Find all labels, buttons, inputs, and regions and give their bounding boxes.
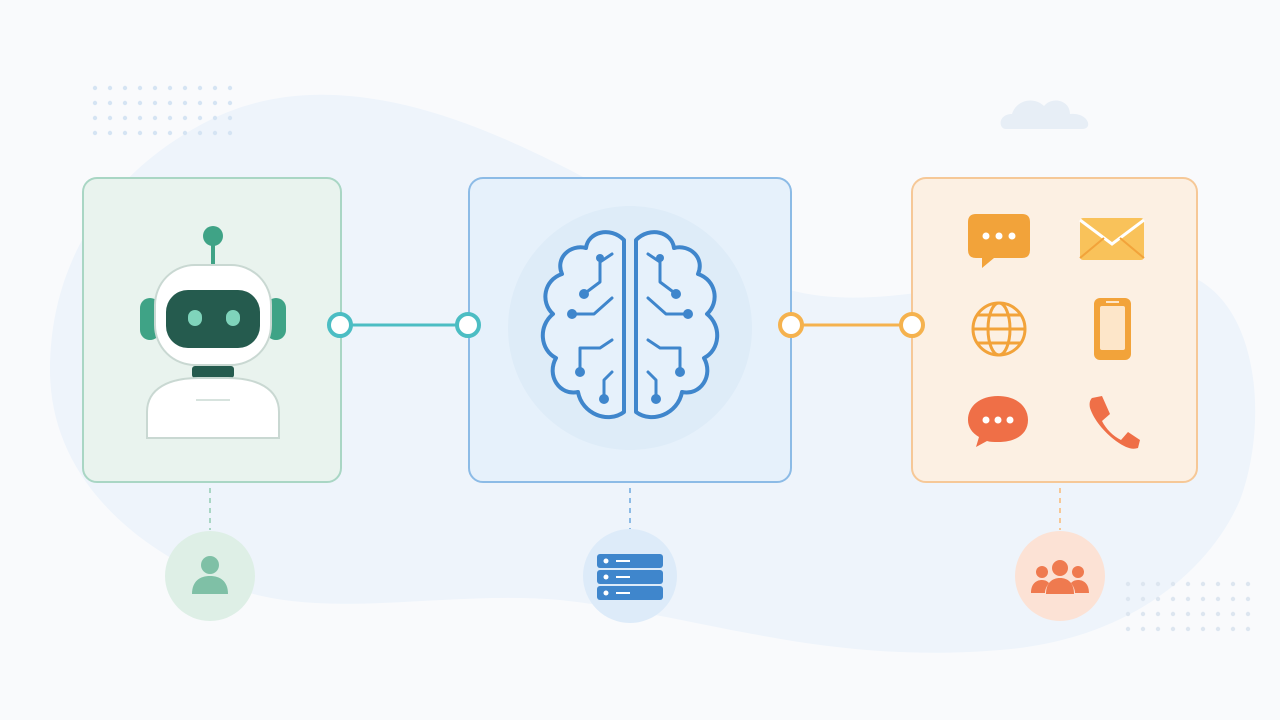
decor-dot bbox=[197, 130, 203, 136]
decor-dot bbox=[1245, 611, 1251, 617]
decor-dot bbox=[212, 100, 218, 106]
dot-grid-bottom-right bbox=[1125, 581, 1251, 632]
cloud-icon bbox=[1000, 100, 1089, 129]
decor-dot bbox=[227, 100, 233, 106]
chat-bubble-red-icon bbox=[968, 396, 1028, 447]
decor-dot bbox=[122, 115, 128, 121]
user-icon bbox=[192, 556, 228, 594]
connector-node-ai-out bbox=[778, 312, 804, 338]
decor-dot bbox=[197, 85, 203, 91]
decor-dot bbox=[122, 100, 128, 106]
decor-dot bbox=[122, 130, 128, 136]
user-badge[interactable] bbox=[165, 531, 255, 621]
decor-dot bbox=[137, 115, 143, 121]
decor-dot bbox=[1215, 611, 1221, 617]
decor-dot bbox=[1125, 611, 1131, 617]
decor-dot bbox=[107, 115, 113, 121]
decor-dot bbox=[107, 85, 113, 91]
decor-dot bbox=[92, 85, 98, 91]
users-group-icon bbox=[1031, 560, 1089, 594]
decor-dot bbox=[167, 85, 173, 91]
decor-dot bbox=[1230, 596, 1236, 602]
connector-node-agent-out bbox=[327, 312, 353, 338]
decor-dot bbox=[137, 130, 143, 136]
decor-dot bbox=[152, 85, 158, 91]
decor-dot bbox=[167, 130, 173, 136]
decor-dot bbox=[1170, 626, 1176, 632]
decor-dot bbox=[1200, 581, 1206, 587]
decor-dot bbox=[137, 100, 143, 106]
channels-card[interactable] bbox=[911, 177, 1198, 483]
decor-dot bbox=[152, 100, 158, 106]
decor-dot bbox=[1200, 626, 1206, 632]
decor-dot bbox=[137, 85, 143, 91]
envelope-icon bbox=[1079, 218, 1145, 260]
decor-dot bbox=[212, 130, 218, 136]
decor-dot bbox=[1230, 581, 1236, 587]
decor-dot bbox=[1140, 581, 1146, 587]
decor-dot bbox=[152, 115, 158, 121]
decor-dot bbox=[1185, 611, 1191, 617]
decor-dot bbox=[182, 85, 188, 91]
decor-dot bbox=[167, 100, 173, 106]
globe-icon bbox=[971, 301, 1027, 357]
server-badge[interactable] bbox=[583, 529, 677, 623]
decor-dot bbox=[1245, 626, 1251, 632]
decor-dot bbox=[92, 130, 98, 136]
decor-dot bbox=[212, 85, 218, 91]
robot-icon bbox=[140, 226, 286, 439]
decor-dot bbox=[1245, 581, 1251, 587]
decor-dot bbox=[182, 130, 188, 136]
server-icon bbox=[597, 554, 663, 600]
decor-dot bbox=[1140, 626, 1146, 632]
decor-dot bbox=[1140, 611, 1146, 617]
decor-dot bbox=[92, 115, 98, 121]
decor-dot bbox=[1125, 581, 1131, 587]
decor-dot bbox=[1155, 626, 1161, 632]
decor-dot bbox=[227, 85, 233, 91]
decor-dot bbox=[1215, 581, 1221, 587]
decor-dot bbox=[212, 115, 218, 121]
users-group-badge[interactable] bbox=[1015, 531, 1105, 621]
connector-node-ai-in bbox=[455, 312, 481, 338]
decor-dot bbox=[1200, 596, 1206, 602]
decor-dot bbox=[197, 115, 203, 121]
phone-icon bbox=[1089, 396, 1140, 449]
dot-grid-top-left bbox=[92, 85, 233, 136]
decor-dot bbox=[1185, 596, 1191, 602]
decor-dot bbox=[1185, 626, 1191, 632]
decor-dot bbox=[152, 130, 158, 136]
decor-dot bbox=[1230, 626, 1236, 632]
decor-dot bbox=[1155, 596, 1161, 602]
decor-dot bbox=[122, 85, 128, 91]
decor-dot bbox=[92, 100, 98, 106]
chat-bubble-icon bbox=[968, 214, 1030, 268]
brain-circuit-icon bbox=[540, 230, 720, 420]
decor-dot bbox=[1215, 626, 1221, 632]
decor-dot bbox=[1155, 611, 1161, 617]
decor-dot bbox=[1140, 596, 1146, 602]
decor-dot bbox=[1245, 596, 1251, 602]
decor-dot bbox=[197, 100, 203, 106]
decor-dot bbox=[1125, 596, 1131, 602]
decor-dot bbox=[227, 130, 233, 136]
decor-dot bbox=[1170, 611, 1176, 617]
decor-dot bbox=[107, 100, 113, 106]
decor-dot bbox=[182, 115, 188, 121]
decor-dot bbox=[227, 115, 233, 121]
decor-dot bbox=[1230, 611, 1236, 617]
decor-dot bbox=[1170, 596, 1176, 602]
decor-dot bbox=[107, 130, 113, 136]
decor-dot bbox=[1125, 626, 1131, 632]
decor-dot bbox=[1185, 581, 1191, 587]
smartphone-icon bbox=[1094, 298, 1131, 360]
decor-dot bbox=[1200, 611, 1206, 617]
decor-dot bbox=[1215, 596, 1221, 602]
connector-node-channels-in bbox=[899, 312, 925, 338]
decor-dot bbox=[1155, 581, 1161, 587]
decor-dot bbox=[167, 115, 173, 121]
decor-dot bbox=[182, 100, 188, 106]
decor-dot bbox=[1170, 581, 1176, 587]
